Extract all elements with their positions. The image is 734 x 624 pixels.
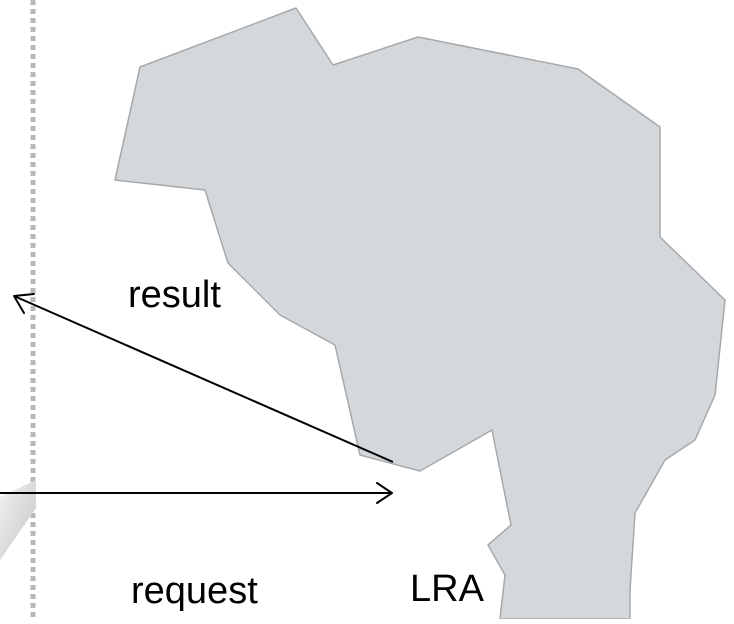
result-arrow bbox=[13, 293, 394, 463]
result-label: result bbox=[128, 274, 221, 316]
request-label: request bbox=[131, 570, 258, 612]
incoming-arrow-shape bbox=[0, 480, 36, 560]
request-arrow bbox=[0, 482, 393, 504]
region-label: LRA bbox=[410, 568, 484, 610]
